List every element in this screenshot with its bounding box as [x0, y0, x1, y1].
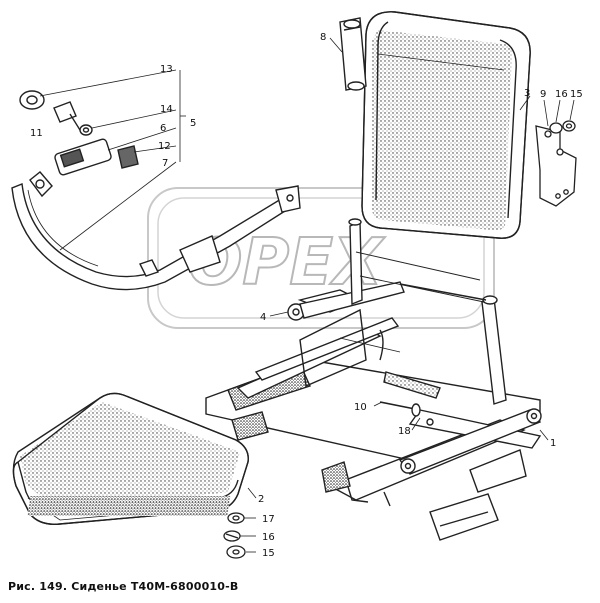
mounting-plate: [535, 120, 577, 207]
callout-8: 8: [320, 32, 326, 43]
callout-15a: 15: [570, 89, 583, 100]
callout-2: 2: [258, 494, 264, 505]
watermark-inner-frame: [157, 197, 485, 319]
seat-cushion: [12, 392, 249, 525]
callout-4: 4: [260, 312, 266, 323]
callout-7: 7: [162, 158, 168, 169]
leader-lines: [39, 37, 575, 553]
callout-18: 18: [398, 426, 411, 437]
callout-16b: 16: [262, 532, 275, 543]
callout-3: 3: [524, 88, 530, 99]
suspension-frame: [205, 218, 542, 541]
figure-caption: Рис. 149. Сиденье Т40М-6800010-В: [8, 580, 239, 593]
bolt-11: [53, 101, 77, 123]
fasteners-bottom: [223, 512, 246, 559]
callout-12: 12: [158, 141, 171, 152]
headrest-bracket: [339, 17, 367, 91]
callout-15b: 15: [262, 548, 275, 559]
callout-1: 1: [550, 438, 556, 449]
callout-5: 5: [190, 118, 196, 129]
callouts: 8 3 9 16 15 13 14 5 11 6 12 7 4 10 18 1 …: [30, 32, 583, 559]
watermark-frame: [147, 187, 495, 329]
callout-11: 11: [30, 128, 43, 139]
washer-16-top: [549, 122, 563, 134]
callout-9: 9: [540, 89, 546, 100]
seat-belt: [11, 90, 301, 291]
callout-10: 10: [354, 402, 367, 413]
callout-16a: 16: [555, 89, 568, 100]
callout-6: 6: [160, 123, 166, 134]
callout-14: 14: [160, 104, 173, 115]
backrest: [361, 11, 531, 239]
bushing-12: [117, 145, 139, 169]
callout-13: 13: [160, 64, 173, 75]
callout-17: 17: [262, 514, 275, 525]
